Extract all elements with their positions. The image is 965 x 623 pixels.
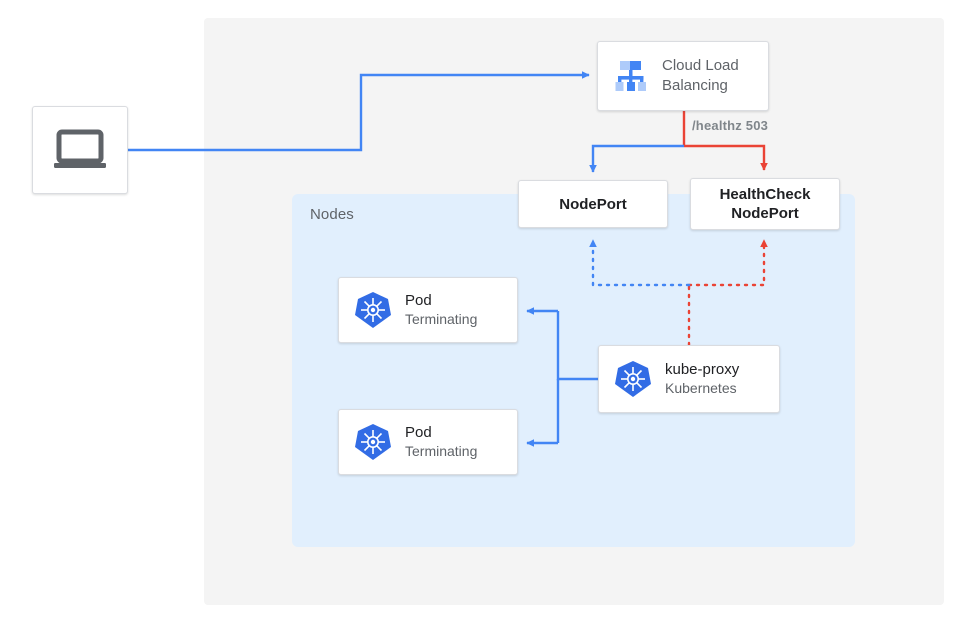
pod-card-bottom[interactable]: Pod Terminating bbox=[338, 409, 518, 475]
kube-proxy-subtitle: Kubernetes bbox=[665, 380, 737, 396]
pod-bottom-title: Pod bbox=[405, 424, 432, 441]
cloud-load-balancing-label: Cloud Load Balancing bbox=[662, 56, 739, 96]
cloud-load-balancing-icon bbox=[615, 61, 646, 91]
nodeport-card[interactable]: NodePort bbox=[518, 180, 668, 228]
healthcheck-nodeport-label-line1: HealthCheck bbox=[719, 186, 811, 203]
pod-card-top[interactable]: Pod Terminating bbox=[338, 277, 518, 343]
kubernetes-icon bbox=[615, 361, 651, 397]
kube-proxy-card[interactable]: kube-proxy Kubernetes bbox=[598, 345, 780, 413]
pod-top-text: Pod Terminating bbox=[405, 291, 477, 329]
nodes-panel-label: Nodes bbox=[310, 206, 354, 223]
cloud-load-balancing-label-line2: Balancing bbox=[662, 77, 728, 94]
healthcheck-nodeport-label: HealthCheck NodePort bbox=[691, 185, 839, 223]
client-laptop-card[interactable] bbox=[32, 106, 128, 194]
cloud-load-balancing-card[interactable]: Cloud Load Balancing bbox=[597, 41, 769, 111]
laptop-icon bbox=[54, 129, 106, 168]
healthcheck-nodeport-label-line2: NodePort bbox=[731, 205, 799, 222]
nodeport-label: NodePort bbox=[559, 195, 627, 213]
kubernetes-icon bbox=[355, 292, 391, 328]
healthz-edge-label: /healthz 503 bbox=[692, 118, 769, 133]
cloud-load-balancing-label-line1: Cloud Load bbox=[662, 57, 739, 74]
pod-top-title: Pod bbox=[405, 292, 432, 309]
kubernetes-icon bbox=[355, 424, 391, 460]
pod-top-status: Terminating bbox=[405, 311, 478, 327]
pod-bottom-status: Terminating bbox=[405, 443, 478, 459]
healthcheck-nodeport-card[interactable]: HealthCheck NodePort bbox=[690, 178, 840, 230]
kube-proxy-text: kube-proxy Kubernetes bbox=[665, 360, 739, 398]
kube-proxy-title: kube-proxy bbox=[665, 361, 740, 378]
pod-bottom-text: Pod Terminating bbox=[405, 423, 477, 461]
